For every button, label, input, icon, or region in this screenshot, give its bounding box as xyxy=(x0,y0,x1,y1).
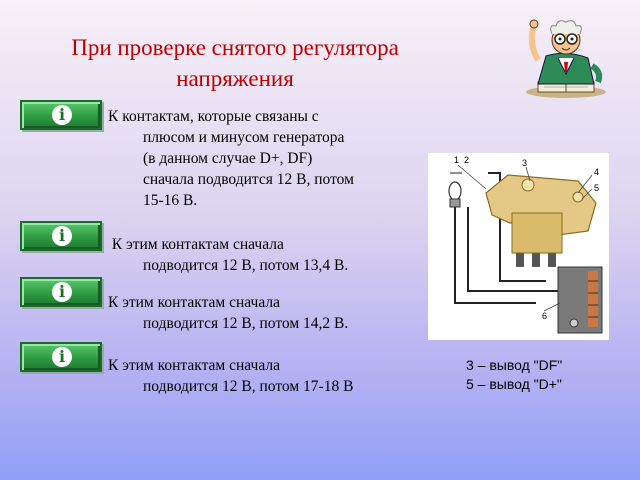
paragraph-line: подводится 12 В, потом 14,2 В. xyxy=(143,315,349,332)
info-button-2[interactable]: i xyxy=(20,221,102,251)
paragraph-line: подводится 12 В, потом 17-18 В xyxy=(143,378,354,395)
diagram-label: 6 xyxy=(542,311,547,321)
paragraph-line: плюсом и минусом генератора xyxy=(143,129,345,146)
info-icon: i xyxy=(52,347,72,367)
paragraph-line: К этим контактам сначала xyxy=(108,357,280,374)
paragraph-2: К этим контактам сначала подводится 12 В… xyxy=(108,234,348,276)
title-line-1: При проверке снятого регулятора xyxy=(71,35,399,60)
regulator-body xyxy=(485,174,597,267)
paragraph-4: К этим контактам сначала подводится 12 В… xyxy=(108,355,353,397)
paragraph-3: К этим контактам сначала подводится 12 В… xyxy=(108,292,348,334)
info-icon: i xyxy=(52,226,72,246)
regulator-wiring-diagram: 1 2 3 4 5 6 xyxy=(428,153,609,340)
info-icon: i xyxy=(52,105,72,125)
diagram-label: 3 xyxy=(522,158,527,168)
professor-clipart xyxy=(526,19,606,98)
paragraph-line: К этим контактам сначала xyxy=(108,294,280,311)
diagram-label: 4 xyxy=(594,167,599,177)
slide-title: При проверке снятого регулятора напряжен… xyxy=(0,32,470,94)
diagram-label: 2 xyxy=(464,155,469,165)
diagram-label: 1 xyxy=(454,155,459,165)
info-button-4[interactable]: i xyxy=(20,342,102,372)
paragraph-line: 15-16 В. xyxy=(143,192,198,209)
paragraph-1: К контактам, которые связаны с плюсом и … xyxy=(108,106,354,211)
info-icon: i xyxy=(52,282,72,302)
legend: 3 – вывод "DF" 5 – вывод "D+" xyxy=(466,356,562,394)
legend-line: 5 – вывод "D+" xyxy=(466,376,562,392)
lamp-illustration xyxy=(448,181,462,208)
paragraph-line: К этим контактам сначала xyxy=(108,236,284,253)
paragraph-line: сначала подводится 12 В, потом xyxy=(143,171,354,188)
paragraph-line: К контактам, которые связаны с xyxy=(108,108,319,125)
battery-illustration xyxy=(557,266,603,334)
paragraph-line: (в данном случае D+, DF) xyxy=(143,150,313,167)
info-button-1[interactable]: i xyxy=(20,100,102,130)
diagram-label: 5 xyxy=(594,183,599,193)
paragraph-line: подводится 12 В, потом 13,4 В. xyxy=(143,257,349,274)
info-button-3[interactable]: i xyxy=(20,277,102,307)
title-line-2: напряжения xyxy=(176,66,294,91)
legend-line: 3 – вывод "DF" xyxy=(466,357,563,373)
